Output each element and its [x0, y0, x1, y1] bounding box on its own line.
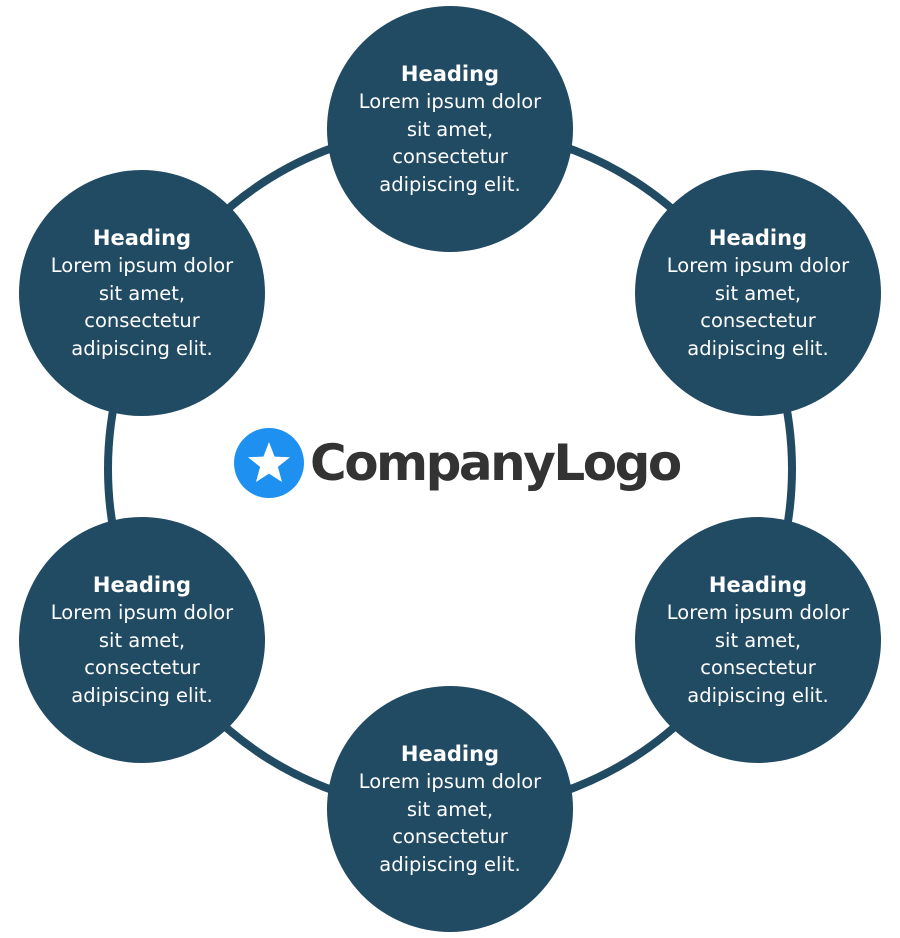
logo-badge [234, 428, 304, 498]
star-icon [248, 442, 290, 482]
node-lower-left: Heading Lorem ipsum dolor sit amet, cons… [19, 517, 265, 763]
node-heading: Heading [400, 62, 500, 86]
node-top: Heading Lorem ipsum dolor sit amet, cons… [327, 6, 573, 252]
node-heading: Heading [708, 573, 808, 597]
node-heading: Heading [708, 226, 808, 250]
node-body: Lorem ipsum dolor sit amet, consectetur … [50, 601, 234, 707]
node-body: Lorem ipsum dolor sit amet, consectetur … [666, 254, 850, 360]
node-heading: Heading [92, 226, 192, 250]
node-upper-right: Heading Lorem ipsum dolor sit amet, cons… [635, 170, 881, 416]
node-body: Lorem ipsum dolor sit amet, consectetur … [666, 601, 850, 707]
node-upper-left: Heading Lorem ipsum dolor sit amet, cons… [19, 170, 265, 416]
node-lower-right: Heading Lorem ipsum dolor sit amet, cons… [635, 517, 881, 763]
node-bottom: Heading Lorem ipsum dolor sit amet, cons… [327, 686, 573, 932]
node-body: Lorem ipsum dolor sit amet, consectetur … [358, 770, 542, 876]
node-body: Lorem ipsum dolor sit amet, consectetur … [50, 254, 234, 360]
logo-text: CompanyLogo [310, 434, 682, 492]
node-heading: Heading [400, 742, 500, 766]
company-logo: CompanyLogo [234, 427, 682, 499]
node-heading: Heading [92, 573, 192, 597]
node-body: Lorem ipsum dolor sit amet, consectetur … [358, 90, 542, 196]
